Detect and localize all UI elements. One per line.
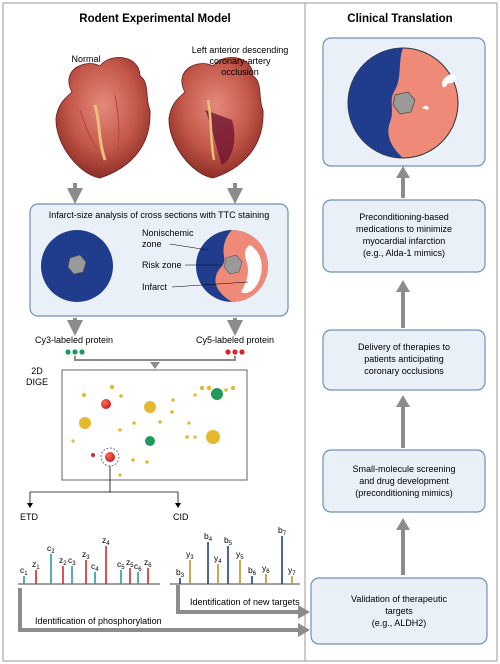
etd-peak-label: z5: [126, 557, 134, 569]
dige-label-line1: 2D: [31, 366, 43, 376]
cid-peak-label: b4: [204, 531, 213, 543]
cid-arrowhead: [175, 503, 181, 508]
cid-peak-label: b7: [278, 525, 287, 537]
precond-box: [322, 199, 486, 273]
arrow-new-targets-head: [298, 605, 310, 619]
cy5-dots: [225, 349, 245, 355]
gel-spots: [71, 384, 236, 477]
cy3-dots: [65, 349, 85, 355]
precond-line1: Preconditioning-based: [359, 212, 449, 222]
cy5-label: Cy5-labeled protein: [196, 335, 274, 345]
etd-peak-label: z1: [32, 559, 40, 571]
etd-peak-label: c4: [91, 561, 99, 573]
merge-connector: [74, 356, 236, 361]
cy3-label: Cy3-labeled protein: [35, 335, 113, 345]
cid-peak-label: y4: [214, 553, 222, 565]
etd-peak-label: c2: [47, 543, 55, 555]
clinical-cross-section: [347, 47, 459, 159]
validation-line1: Validation of therapeutic: [351, 594, 447, 604]
etd-arrowhead: [27, 503, 33, 508]
cid-label: CID: [173, 512, 189, 522]
cid-peak-label: y7: [288, 565, 296, 577]
screening-box: [322, 449, 486, 513]
cid-peak-label: b6: [248, 565, 257, 577]
cross-section-infarct: [196, 230, 268, 302]
cid-peak-label: b5: [224, 535, 233, 547]
heart-occlusion-illustration: [168, 57, 264, 179]
heart-occlusion-label-line3: occlusion: [221, 67, 259, 77]
right-flow-arrows: [396, 166, 410, 575]
merge-arrowhead: [150, 362, 160, 369]
cid-peak-label: y6: [262, 563, 270, 575]
arrow-new-targets: [176, 585, 298, 614]
cid-peak-label: b3: [176, 567, 185, 579]
heart-normal-label: Normal: [71, 54, 100, 64]
phosphorylation-label: Identification of phosphorylation: [35, 616, 162, 626]
validation-line3: (e.g., ALDH2): [372, 618, 427, 628]
right-panel-title: Clinical Translation: [347, 13, 452, 25]
left-panel-title: Rodent Experimental Model: [79, 13, 230, 25]
dige-label-line2: DIGE: [26, 377, 48, 387]
etd-peak-label: z3: [82, 549, 90, 561]
cid-peak-label: y3: [186, 549, 194, 561]
etd-peak-label: z4: [102, 535, 110, 547]
etd-peak-label: z2: [59, 555, 67, 567]
infarct-box-title: Infarct-size analysis of cross sections …: [49, 210, 269, 220]
heart-normal-illustration: [55, 57, 151, 179]
cavity-normal: [67, 254, 87, 275]
validation-line2: targets: [385, 606, 413, 616]
nonischemic-leader: [169, 243, 209, 251]
delivery-box: [322, 329, 486, 391]
precond-line4: (e.g., Alda-1 mimics): [363, 248, 445, 258]
delivery-line1: Delivery of therapies to: [358, 342, 450, 352]
arrow-phosphorylation-head: [298, 623, 310, 637]
precond-line3: myocardial infarction: [363, 236, 446, 246]
infarct-label: Infarct: [142, 282, 168, 292]
delivery-line3: coronary occlusions: [364, 366, 444, 376]
etd-peak-label: c6: [134, 561, 142, 573]
etd-peak-label: c5: [117, 559, 125, 571]
heart-occlusion-label-line1: Left anterior descending: [192, 45, 289, 55]
validation-box: [310, 577, 488, 645]
cid-peak-label: y5: [236, 549, 244, 561]
precond-line2: medications to minimize: [356, 224, 452, 234]
etd-peak-label: c3: [68, 555, 76, 567]
arrow-phosphorylation: [18, 588, 298, 632]
etd-label: ETD: [20, 512, 39, 522]
heart-occlusion-label-line2: coronary-artery: [209, 56, 271, 66]
etd-peak-label: c1: [20, 565, 28, 577]
screening-line1: Small-molecule screening: [352, 464, 455, 474]
nonischemic-label-line2: zone: [142, 239, 162, 249]
nonischemic-label-line1: Nonischemic: [142, 228, 194, 238]
new-targets-label: Identification of new targets: [190, 597, 300, 607]
risk-zone-label: Risk zone: [142, 260, 182, 270]
screening-line2: and drug development: [359, 476, 449, 486]
etd-peak-label: z6: [144, 557, 152, 569]
infarct-leader: [171, 281, 249, 288]
delivery-line2: patients anticipating: [364, 354, 444, 364]
screening-line3: (preconditioning mimics): [355, 488, 453, 498]
